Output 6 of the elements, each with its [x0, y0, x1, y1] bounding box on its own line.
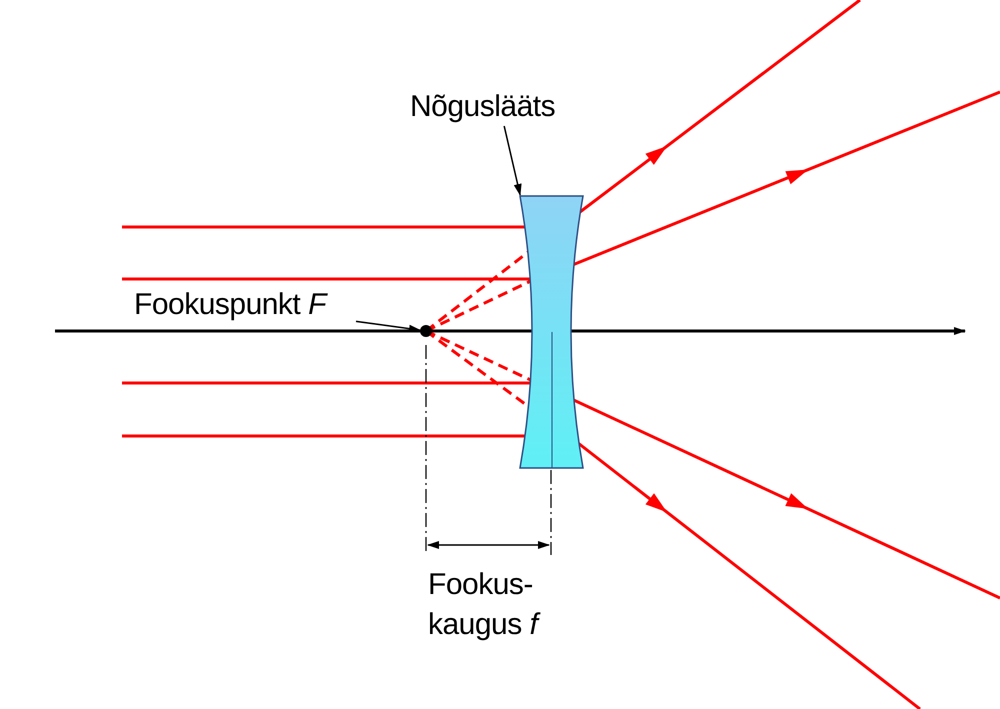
concave-lens	[519, 195, 585, 470]
dimension-label: Fookus- kaugus f	[428, 565, 558, 645]
leader-line	[503, 126, 522, 196]
focal-point	[420, 325, 432, 337]
focal-point-label: Fookuspunkt F	[134, 288, 356, 324]
lens-label: Nõguslääts	[410, 90, 590, 126]
